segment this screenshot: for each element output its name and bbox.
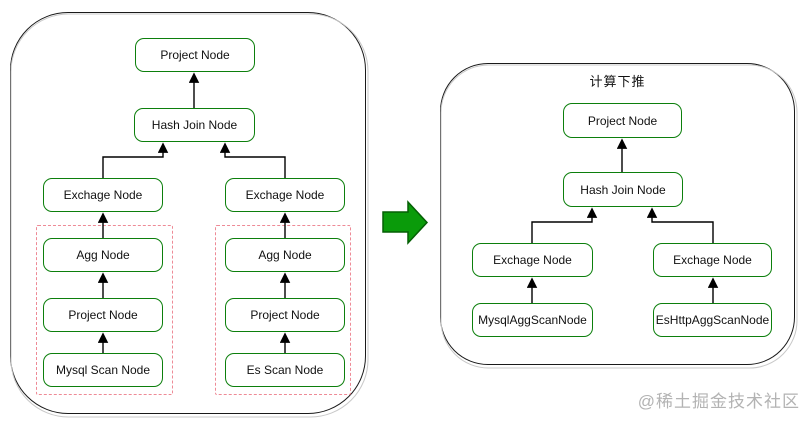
node-project-top-left: Project Node bbox=[135, 38, 255, 72]
pushdown-title: 计算下推 bbox=[589, 74, 646, 89]
node-exchange-right-pushdown: Exchage Node bbox=[653, 243, 772, 277]
pushdown-group-right bbox=[215, 225, 351, 395]
watermark-text: @稀土掘金技术社区 bbox=[637, 392, 800, 411]
node-agg-right: Agg Node bbox=[225, 238, 345, 272]
transform-arrow-icon bbox=[382, 200, 429, 245]
node-mysql-scan: Mysql Scan Node bbox=[43, 353, 163, 387]
node-agg-left: Agg Node bbox=[43, 238, 163, 272]
node-es-scan: Es Scan Node bbox=[225, 353, 345, 387]
node-exchange-right-left: Exchage Node bbox=[225, 178, 345, 212]
pushdown-plan-container: 计算下推 bbox=[440, 63, 795, 365]
pushdown-group-left bbox=[36, 225, 173, 395]
node-exchange-left-left: Exchage Node bbox=[43, 178, 163, 212]
node-es-http-agg-scan: EsHttpAggScanNode bbox=[653, 303, 772, 337]
node-mysql-agg-scan: MysqlAggScanNode bbox=[472, 303, 593, 337]
node-project-left: Project Node bbox=[43, 298, 163, 332]
node-hash-join-pushdown: Hash Join Node bbox=[563, 172, 683, 207]
node-project-top-pushdown: Project Node bbox=[563, 103, 682, 138]
original-plan-container bbox=[10, 12, 366, 414]
node-exchange-left-pushdown: Exchage Node bbox=[472, 243, 593, 277]
node-hash-join-left: Hash Join Node bbox=[134, 108, 255, 142]
node-project-right: Project Node bbox=[225, 298, 345, 332]
